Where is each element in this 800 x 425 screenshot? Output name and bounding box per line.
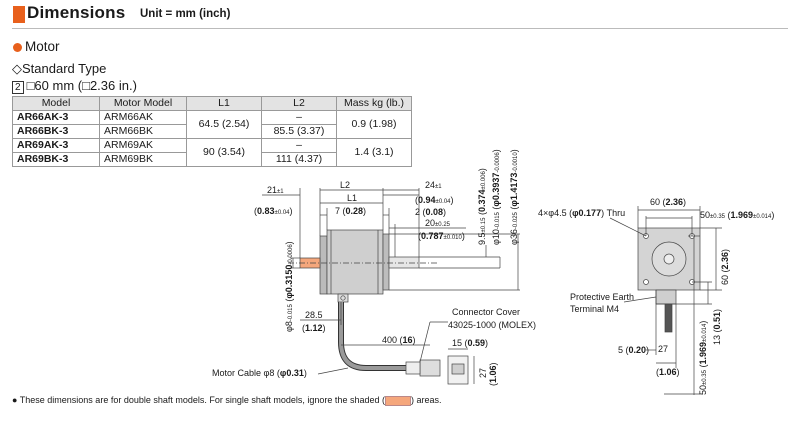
connector-cover bbox=[405, 361, 421, 375]
type-label: ◇Standard Type bbox=[12, 61, 107, 76]
col-mass: Mass kg (lb.) bbox=[336, 96, 412, 111]
motor-cable-label: Motor Cable φ8 (φ0.31) bbox=[212, 368, 307, 378]
motor-pilot bbox=[382, 233, 390, 291]
motor-body bbox=[326, 229, 384, 295]
dim-20-inch-label: (0.787±0.010) bbox=[418, 231, 465, 241]
mass-cell: 1.4 (3.1) bbox=[336, 138, 412, 167]
mount-hole bbox=[643, 279, 649, 285]
footnote-text-a: ● These dimensions are for double shaft … bbox=[12, 395, 385, 405]
dim-21-inch-label: (0.83±0.04) bbox=[254, 206, 293, 216]
front-cable bbox=[664, 303, 673, 333]
dim-7-label: 7 (0.28) bbox=[335, 206, 366, 216]
leader-holes bbox=[609, 217, 647, 237]
dim-l2-label: L2 bbox=[340, 180, 350, 190]
side-dimension-lines bbox=[262, 188, 520, 384]
table-row: AR69BK-3 ARM69BK 111 (4.37) bbox=[12, 152, 412, 167]
output-shaft bbox=[388, 256, 420, 269]
section-title: Motor bbox=[25, 39, 60, 54]
frame-size-label: 2□60 mm (□2.36 in.) bbox=[12, 78, 137, 94]
shade-swatch bbox=[384, 395, 411, 406]
dim-phi36-label: φ36-0.025 (φ1.4173-0.0010) bbox=[509, 149, 519, 245]
holes-label: 4×φ4.5 (φ0.177) Thru bbox=[538, 208, 625, 218]
mass-cell: 0.9 (1.98) bbox=[336, 110, 412, 139]
motor-cable-inner bbox=[339, 302, 420, 370]
size-mm: 60 mm ( bbox=[34, 78, 83, 93]
front-shaft bbox=[663, 253, 675, 265]
dim-27-front-label: 27 bbox=[658, 344, 668, 354]
size-number: 2 bbox=[12, 81, 24, 94]
type-label-text: Standard Type bbox=[22, 61, 107, 76]
size-in: 2.36 in.) bbox=[89, 78, 137, 93]
dim-9-5-label: 9.5±0.15 (0.374±0.006) bbox=[477, 168, 487, 245]
dim-l1-label: L1 bbox=[347, 193, 357, 203]
page-title: Dimensions bbox=[27, 3, 126, 22]
motor-model-cell: ARM69BK bbox=[99, 152, 187, 167]
motor-flange bbox=[319, 235, 328, 295]
dim-5-label: 5 (0.20) bbox=[618, 345, 649, 355]
earth-label-1: Protective Earth bbox=[570, 292, 634, 302]
dim-60-v-label: 60 (2.36) bbox=[720, 249, 730, 285]
col-motor-model: Motor Model bbox=[99, 96, 187, 111]
dim-phi10-label: φ10-0.015 (φ0.3937-0.0006) bbox=[491, 149, 501, 245]
dim-13-label: 13 (0.51) bbox=[712, 309, 722, 345]
connector-body bbox=[419, 359, 441, 377]
dim-phi8-label: φ8-0.015 (φ0.3150-0.0006) bbox=[284, 241, 294, 332]
connector-part-label: 43025-1000 (MOLEX) bbox=[448, 320, 536, 330]
dim-50-h-label: 50±0.35 (1.969±0.014) bbox=[700, 210, 774, 220]
dim-2-label: 2 (0.08) bbox=[415, 207, 446, 217]
connector bbox=[405, 355, 469, 385]
gland-circle bbox=[340, 295, 346, 301]
dim-27-front-inch-label: (1.06) bbox=[656, 367, 680, 377]
dim-50-v-label: 50±0.35 (1.969±0.014) bbox=[698, 321, 708, 395]
earth-label-2: Terminal M4 bbox=[570, 304, 619, 314]
title-marker bbox=[13, 6, 25, 23]
leader-earth bbox=[623, 296, 657, 303]
footnote-text-b: ) areas. bbox=[410, 395, 442, 405]
l1-cell: 90 (3.54) bbox=[186, 138, 262, 167]
dim-20-label: 20±0.25 bbox=[425, 218, 451, 228]
dim-24-label: 24±1 bbox=[425, 180, 442, 190]
dim-21-label: 21±1 bbox=[267, 185, 284, 195]
l2-cell: 111 (4.37) bbox=[261, 152, 337, 167]
motor-front-view bbox=[609, 206, 722, 395]
col-l2: L2 bbox=[261, 96, 337, 111]
dim-28-5-label: 28.5 bbox=[305, 310, 323, 320]
l1-cell: 64.5 (2.54) bbox=[186, 110, 262, 139]
connector-cover-label: Connector Cover bbox=[452, 307, 520, 317]
connector-pins bbox=[451, 363, 465, 375]
dim-24-inch-label: (0.94±0.04) bbox=[415, 195, 454, 205]
dim-400-label: 400 (16) bbox=[382, 335, 416, 345]
footnote: ● These dimensions are for double shaft … bbox=[12, 395, 442, 406]
section-bullet-icon bbox=[13, 43, 22, 52]
leader-connector bbox=[419, 321, 431, 363]
table-row: AR66BK-3 ARM66BK 85.5 (3.37) bbox=[12, 124, 412, 139]
dim-27-label: 27 bbox=[478, 368, 488, 378]
leader-cable bbox=[317, 367, 349, 375]
motor-side-view bbox=[288, 229, 438, 303]
cable-gland bbox=[337, 293, 349, 303]
title-divider bbox=[12, 28, 788, 29]
dim-27-inch-label: (1.06) bbox=[488, 362, 498, 386]
terminal-block bbox=[655, 289, 677, 305]
model-cell: AR66BK-3 bbox=[12, 124, 100, 139]
dim-15-label: 15 (0.59) bbox=[452, 338, 488, 348]
model-table: Model Motor Model L1 L2 Mass kg (lb.) AR… bbox=[12, 96, 412, 167]
unit-note: Unit = mm (inch) bbox=[140, 8, 231, 20]
motor-model-cell: ARM66BK bbox=[99, 124, 187, 139]
dim-60-h-label: 60 (2.36) bbox=[650, 197, 686, 207]
dim-28-5-inch-label: (1.12) bbox=[302, 323, 326, 333]
l2-cell: 85.5 (3.37) bbox=[261, 124, 337, 139]
model-cell: AR69BK-3 bbox=[12, 152, 100, 167]
